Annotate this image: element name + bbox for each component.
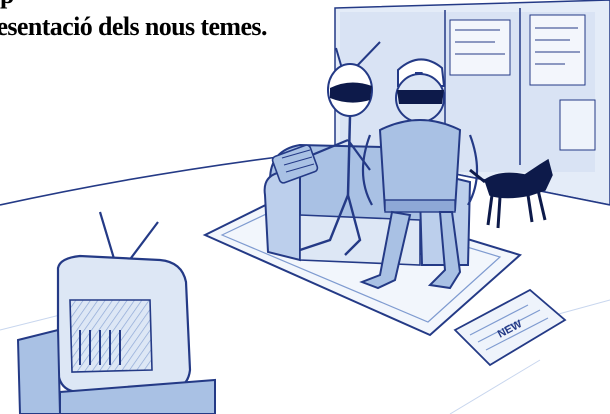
dog xyxy=(469,158,553,229)
caption-line-above: p xyxy=(0,0,14,10)
caption-text: resentació dels nous temes. xyxy=(0,12,267,41)
antenna-figure xyxy=(271,41,381,256)
caption: p resentació dels nous temes. xyxy=(0,0,310,50)
superhero-figure: F xyxy=(359,58,479,290)
television xyxy=(16,211,216,414)
newspaper: NEW xyxy=(453,288,567,367)
